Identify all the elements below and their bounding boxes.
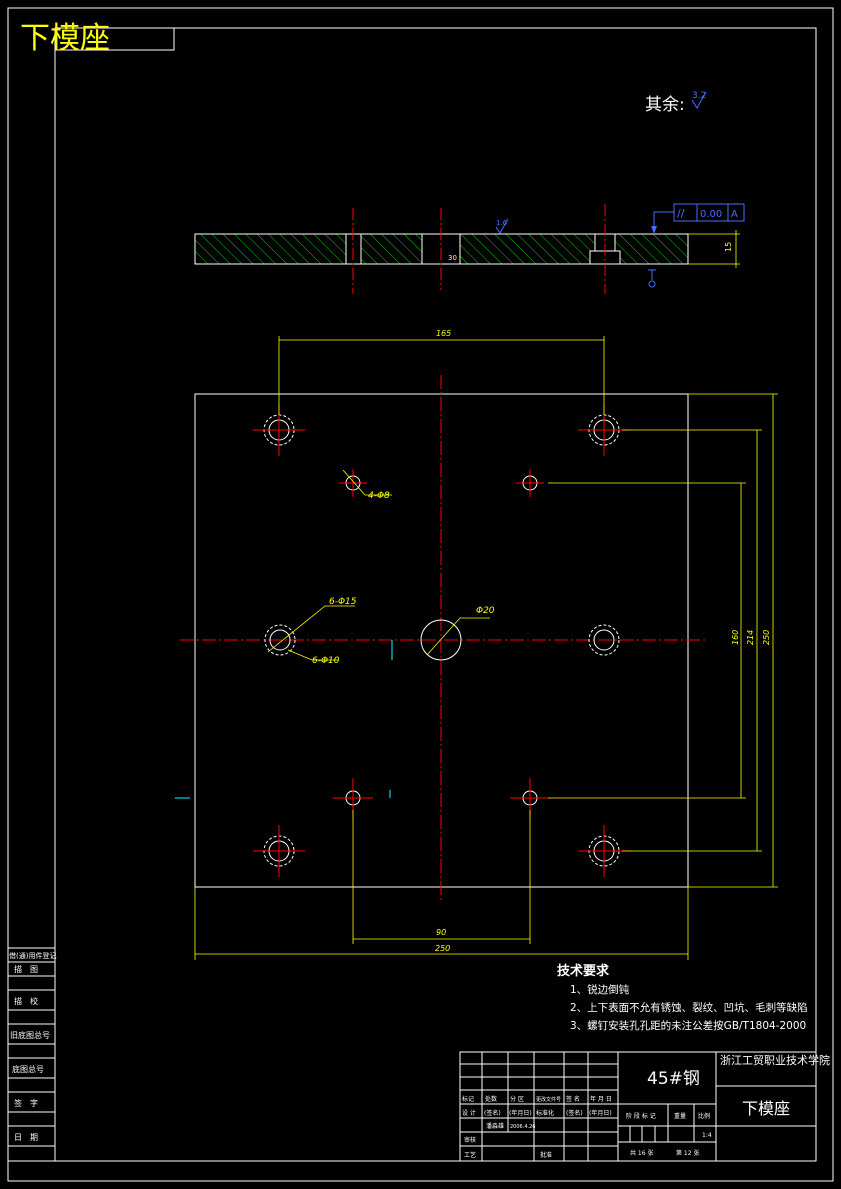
flatness-tolerance: 0.00	[700, 209, 722, 220]
flatness-symbol: //	[677, 207, 685, 220]
sign-row2-0: 审核	[464, 1136, 476, 1144]
strip-cell-2: 描 校	[14, 996, 38, 1006]
datum-letter: A	[731, 209, 738, 220]
dim-160: 160	[731, 630, 740, 645]
plan-view: 4-Φ8 6-Φ15 6-Φ10 Φ20 165 90 250	[175, 329, 778, 960]
roughness-top: 1.6	[496, 219, 508, 227]
tech-item-2: 2、上下表面不允有锈蚀、裂纹、凹坑、毛刺等缺陷	[570, 1001, 808, 1014]
weight-label: 重量	[674, 1112, 686, 1120]
sign-row-0: 设 计	[462, 1109, 476, 1117]
flatness-frame: // 0.00 A	[651, 203, 745, 234]
sign-row-4: (签名)	[566, 1109, 583, 1117]
rev-header-5: 年 月 日	[590, 1095, 612, 1103]
dim-top: 165	[436, 329, 451, 338]
tech-item-1: 1、锐边倒钝	[570, 983, 630, 996]
counterbore-dim: 30	[448, 254, 457, 262]
rev-header-4: 签 名	[566, 1095, 580, 1103]
dim-hole-spacing-bottom: 90	[436, 928, 446, 937]
strip-cell-3: 旧底图总号	[10, 1030, 50, 1040]
callout-counterbore-outer: 6-Φ15	[329, 597, 357, 607]
material: 45#钢	[647, 1069, 700, 1089]
left-strip	[7, 947, 56, 1162]
rev-header-1: 处数	[485, 1095, 497, 1103]
tech-item-3: 3、螺钉安装孔孔距的未注公差按GB/T1804-2000	[570, 1019, 806, 1032]
strip-cell-6: 日 期	[14, 1133, 38, 1142]
scale-label: 比例	[698, 1112, 710, 1120]
roughness-value: 3.2	[692, 91, 706, 101]
roughness-symbol-icon	[691, 91, 707, 109]
strip-cell-5: 签 字	[14, 1098, 38, 1108]
strip-cell-4: 底图总号	[12, 1064, 44, 1074]
center-hole	[420, 619, 462, 661]
dim-165	[278, 336, 605, 415]
dim-height: 250	[762, 630, 771, 645]
sign-row-1: (签名)	[484, 1109, 501, 1117]
sign-row-5: (年月日)	[589, 1109, 612, 1117]
dim-bottom	[194, 810, 689, 960]
scale-value: 1:4	[702, 1132, 712, 1139]
roughness-label: 其余:	[645, 95, 685, 115]
callout-center-hole: Φ20	[476, 606, 495, 616]
title-tag: 下模座	[20, 21, 175, 56]
sign-row-3: 标准化	[536, 1109, 554, 1117]
callout-counterbore-inner: 6-Φ10	[312, 656, 340, 666]
sheet-no: 第 12 张	[676, 1149, 699, 1157]
dim-width: 250	[435, 944, 450, 953]
callout-leaders	[267, 469, 490, 661]
design-date: 2006.4.26	[510, 1124, 535, 1130]
sheet-border	[7, 7, 834, 1182]
strip-cell-1: 描 图	[14, 964, 38, 974]
strip-cell-0: 借(通)用件登记	[9, 951, 56, 960]
dim-right	[548, 393, 778, 888]
sign-row2-1: 工艺	[464, 1151, 476, 1159]
small-holes	[333, 469, 550, 818]
sheets-total: 共 16 张	[630, 1149, 653, 1157]
stage-label: 阶 段 标 记	[626, 1112, 656, 1120]
title-tag-text: 下模座	[20, 21, 110, 56]
sign-row-2: (年月日)	[509, 1109, 532, 1117]
rev-header-0: 标记	[462, 1095, 474, 1103]
tech-heading: 技术要求	[557, 963, 610, 979]
sign-row2-2: 批准	[540, 1151, 552, 1159]
thickness-dim: 15	[724, 242, 733, 252]
dim-214: 214	[746, 630, 755, 645]
tech-requirements: 技术要求 1、锐边倒钝 2、上下表面不允有锈蚀、裂纹、凹坑、毛刺等缺陷 3、螺钉…	[557, 963, 808, 1032]
roughness-note: 其余: 3.2	[645, 91, 707, 115]
designer-name: 潘淼雄	[486, 1122, 504, 1130]
section-view: 30 1.6 // 0.00 A 15	[194, 203, 745, 294]
title-block	[459, 1051, 817, 1162]
part-name: 下模座	[742, 1099, 790, 1118]
callout-small-holes: 4-Φ8	[368, 491, 390, 501]
rev-header-3: 更改文件号	[536, 1096, 561, 1103]
institution: 浙江工贸职业技术学院	[720, 1053, 830, 1067]
datum-circle-icon	[648, 280, 656, 288]
roughness-top-icon	[495, 218, 509, 234]
rev-header-2: 分 区	[510, 1095, 524, 1103]
